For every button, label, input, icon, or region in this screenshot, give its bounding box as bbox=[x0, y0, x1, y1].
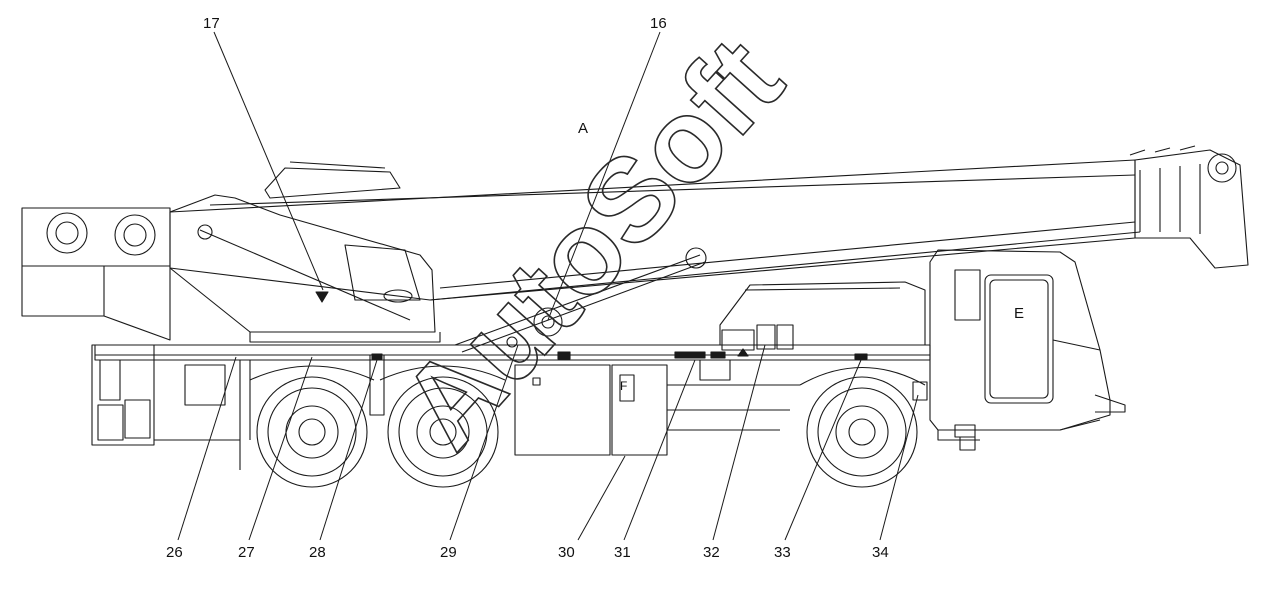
cab bbox=[929, 249, 1126, 451]
wheel-1 bbox=[256, 376, 368, 488]
zone-label-e: E bbox=[1014, 305, 1024, 322]
wheels bbox=[249, 365, 926, 488]
leader-lines bbox=[177, 31, 919, 541]
callout-26: 26 bbox=[166, 544, 183, 561]
callout-28: 28 bbox=[309, 544, 326, 561]
watermark: AutoSoft bbox=[376, 14, 807, 472]
wheel-2 bbox=[387, 376, 499, 488]
callout-30: 30 bbox=[558, 544, 575, 561]
deck-housing bbox=[719, 281, 926, 345]
callout-33: 33 bbox=[774, 544, 791, 561]
luffing-cylinder bbox=[454, 247, 707, 353]
callout-27: 27 bbox=[238, 544, 255, 561]
callout-34: 34 bbox=[872, 544, 889, 561]
zone-label-a: A bbox=[578, 120, 588, 137]
callout-17: 17 bbox=[203, 15, 220, 32]
callout-29: 29 bbox=[440, 544, 457, 561]
callout-16: 16 bbox=[650, 15, 667, 32]
callout-32: 32 bbox=[703, 544, 720, 561]
callout-31: 31 bbox=[614, 544, 631, 561]
wheel-3 bbox=[806, 376, 918, 488]
zone-label-f: F bbox=[620, 379, 627, 393]
turret bbox=[21, 194, 441, 343]
